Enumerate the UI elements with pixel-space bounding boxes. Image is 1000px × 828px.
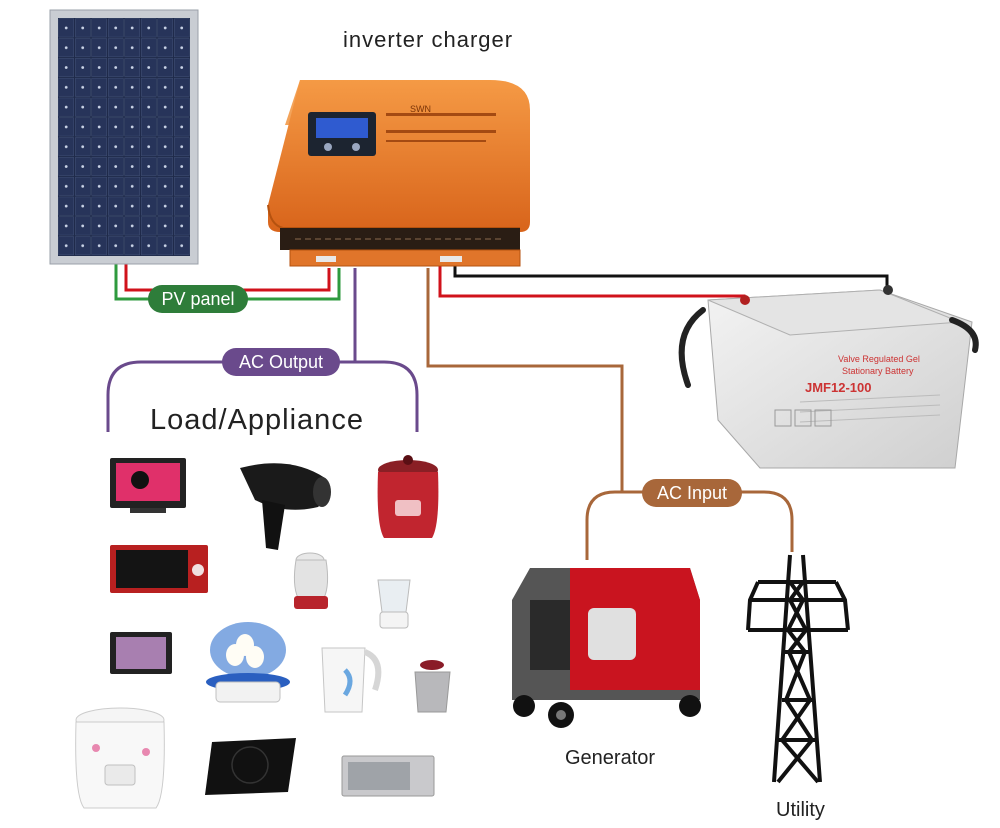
- generator-icon: [512, 568, 701, 728]
- battery-icon: Valve Regulated Gel Stationary Battery J…: [678, 285, 979, 469]
- oven-icon: [341, 755, 435, 797]
- battery-line1: Valve Regulated Gel: [838, 354, 920, 364]
- ac-output-label: AC Output: [239, 352, 323, 372]
- kettle-icon: [321, 647, 382, 713]
- inverter-brand: SWN: [410, 104, 431, 114]
- battery-wire-black: [453, 262, 889, 290]
- utility-label: Utility: [776, 799, 825, 821]
- inverter-charger-icon: SWN: [267, 80, 530, 267]
- induction-cooker-icon: [205, 738, 296, 795]
- blender-red-icon: [293, 552, 329, 609]
- egg-cooker-icon: [206, 622, 290, 703]
- battery-line2: Stationary Battery: [842, 366, 914, 376]
- ac-output-badge: AC Output: [222, 348, 340, 376]
- rice-cooker-white-icon: [75, 707, 165, 809]
- solar-panel-icon: [49, 9, 199, 265]
- pv-panel-badge: PV panel: [148, 285, 248, 313]
- battery-model: JMF12-100: [805, 380, 871, 395]
- pv-panel-label: PV panel: [161, 289, 234, 309]
- generator-label: Generator: [565, 747, 656, 769]
- juicer-white-icon: [377, 579, 411, 629]
- small-tv-icon: [110, 632, 172, 674]
- hair-dryer-icon: [240, 463, 331, 550]
- battery-wire-red: [438, 262, 746, 300]
- soymilk-maker-icon: [414, 660, 451, 713]
- ac-input-wire: [426, 268, 624, 492]
- diagram-title: inverter charger: [343, 27, 514, 52]
- ac-input-label: AC Input: [657, 483, 727, 503]
- microwave-icon: [110, 545, 208, 593]
- transmission-tower-icon: [746, 554, 850, 784]
- load-appliance-label: Load/Appliance: [150, 404, 364, 436]
- tv-icon: [110, 458, 186, 513]
- rice-cooker-red-icon: [377, 455, 439, 538]
- ac-input-badge: AC Input: [642, 479, 742, 507]
